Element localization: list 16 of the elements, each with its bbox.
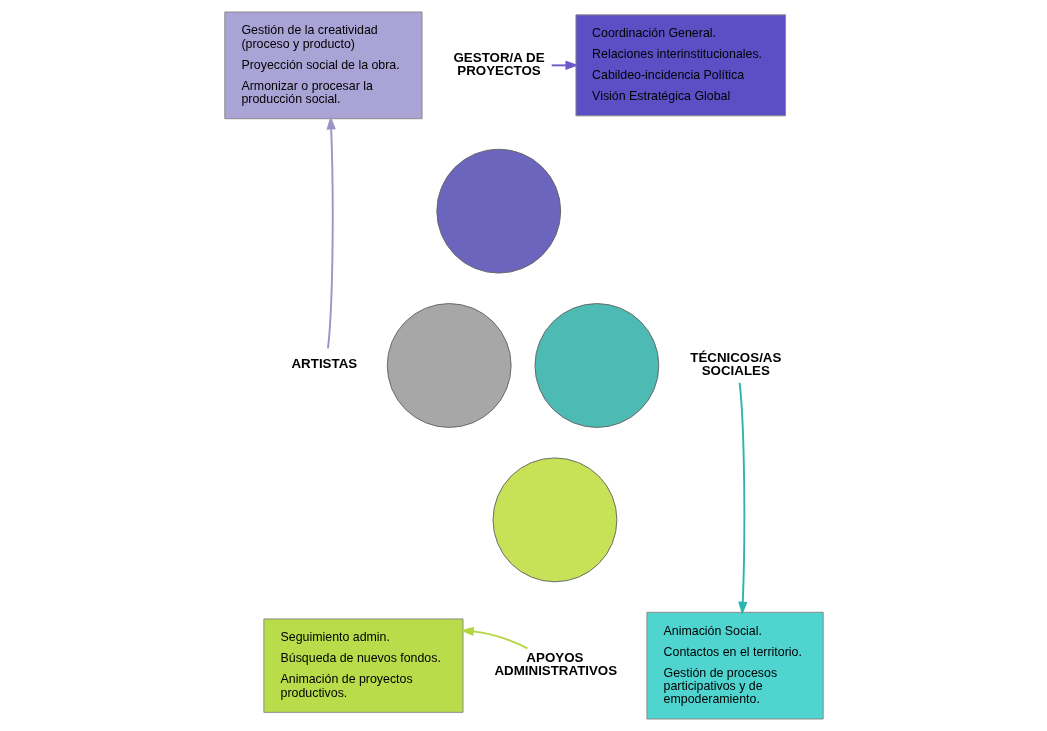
node-circle [386, 303, 512, 428]
node-box: Animación Social. Contactos en el territorio. Gestión de procesos participativos y de empoderamiento. [645, 611, 824, 720]
node-circle [534, 303, 659, 428]
node-text: ARTISTAS [291, 356, 357, 372]
arrow [459, 626, 528, 650]
node-box: Gestión de la creatividad (proceso y producto) Proyección social de la obra. Armonizar o procesar la producción social. [223, 11, 423, 120]
node-box: Coordinación General. Relaciones interinstitucionales. Cabildeo-incidencia Política Visión Estratégica Global [574, 14, 786, 117]
arrow [326, 116, 336, 350]
node-text: GESTOR/A DE PROYECTOS [452, 49, 545, 79]
node-circle [492, 457, 617, 583]
node-text: TÉCNICOS/AS SOCIALES [689, 349, 781, 379]
node-text: APOYOS ADMINISTRATIVOS [493, 650, 617, 679]
node-circle [435, 148, 561, 274]
node-box: Seguimiento admin. Búsqueda de nuevos fondos. Animación de proyectos productivos. [262, 618, 463, 713]
arrow [737, 381, 747, 616]
arrow [550, 60, 579, 71]
